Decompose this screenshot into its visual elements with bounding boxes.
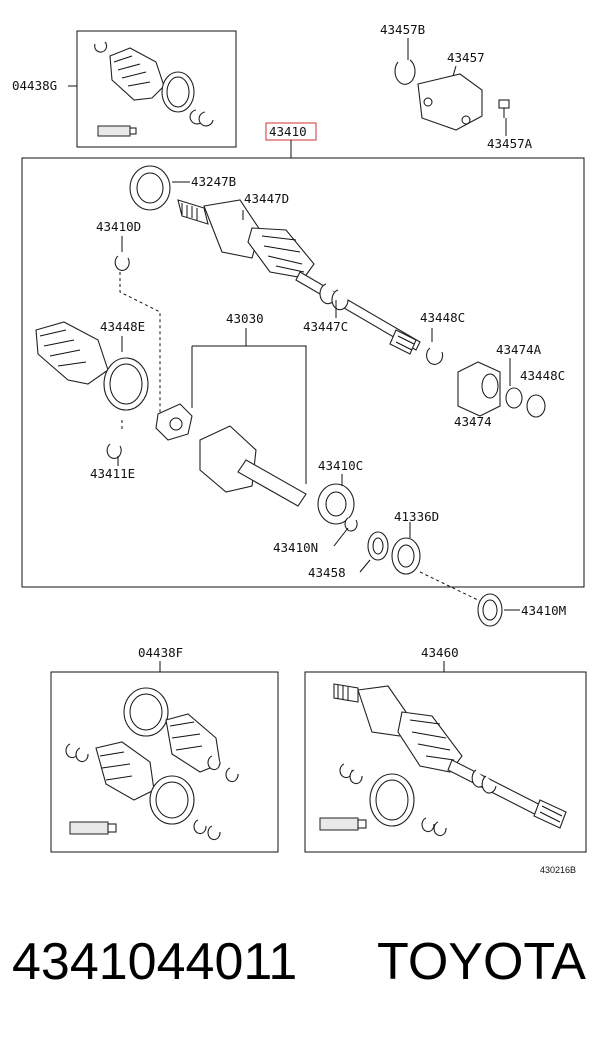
kit-outboard-parts <box>94 41 214 137</box>
label-main-assembly: 43410 <box>269 124 307 139</box>
label-dust-seal: 43247B <box>191 174 236 189</box>
label-bracket: 43457 <box>447 50 485 65</box>
outboard-joint <box>177 199 421 355</box>
dust-seal <box>129 165 171 211</box>
label-inner-snap-ring: 43410D <box>96 219 141 234</box>
label-inboard-boot: 43448E <box>100 319 145 334</box>
clamp-right <box>426 347 444 365</box>
label-outboard-shaft: 43460 <box>421 645 459 660</box>
tripod-snap-ring <box>106 443 122 459</box>
parts-diagram: 04438G 43457B 43457 43457A 43410 43247B <box>12 22 587 875</box>
bearing <box>367 531 421 575</box>
bracket-parts <box>394 59 510 131</box>
kit-box-outboard <box>76 30 237 148</box>
label-damper-clamp: 43474A <box>496 342 542 357</box>
label-outboard-clamp: 43447C <box>303 319 348 334</box>
seal-m <box>477 593 503 627</box>
label-inboard-cap: 43410C <box>318 458 363 473</box>
footer: 4341044011 TOYOTA <box>0 932 600 1012</box>
inboard-boot <box>35 321 149 411</box>
label-bracket-bolt: 43457A <box>487 136 533 151</box>
label-clamp-right: 43448C <box>420 310 465 325</box>
label-seal-m: 43410M <box>521 603 566 618</box>
label-tripod-snap-ring: 43411E <box>90 466 135 481</box>
main-assembly-box <box>21 157 585 588</box>
inner-snap-ring <box>114 255 130 271</box>
label-kit-inboard: 04438F <box>138 645 183 660</box>
cap-ring <box>344 517 358 532</box>
label-kit-outboard: 04438G <box>12 78 57 93</box>
tripod-joint <box>155 403 355 525</box>
outboard-shaft-box <box>304 671 587 853</box>
label-bearing: 41336D <box>394 509 439 524</box>
label-bearing-ring: 43458 <box>308 565 346 580</box>
label-damper-clamp-2: 43448C <box>520 368 565 383</box>
damper <box>457 361 546 418</box>
label-bracket-snap-ring: 43457B <box>380 22 425 37</box>
label-cap-ring: 43410N <box>273 540 318 555</box>
kit-box-inboard <box>50 671 279 853</box>
brand-name: TOYOTA <box>377 933 586 991</box>
part-number: 4341044011 <box>12 933 298 991</box>
label-outboard-joint: 43447D <box>244 191 289 206</box>
outboard-shaft <box>319 683 567 837</box>
kit-inboard-parts <box>65 687 239 841</box>
diagram-code: 430216B <box>540 865 576 875</box>
label-damper: 43474 <box>454 414 492 429</box>
label-tripod-joint: 43030 <box>226 311 264 326</box>
